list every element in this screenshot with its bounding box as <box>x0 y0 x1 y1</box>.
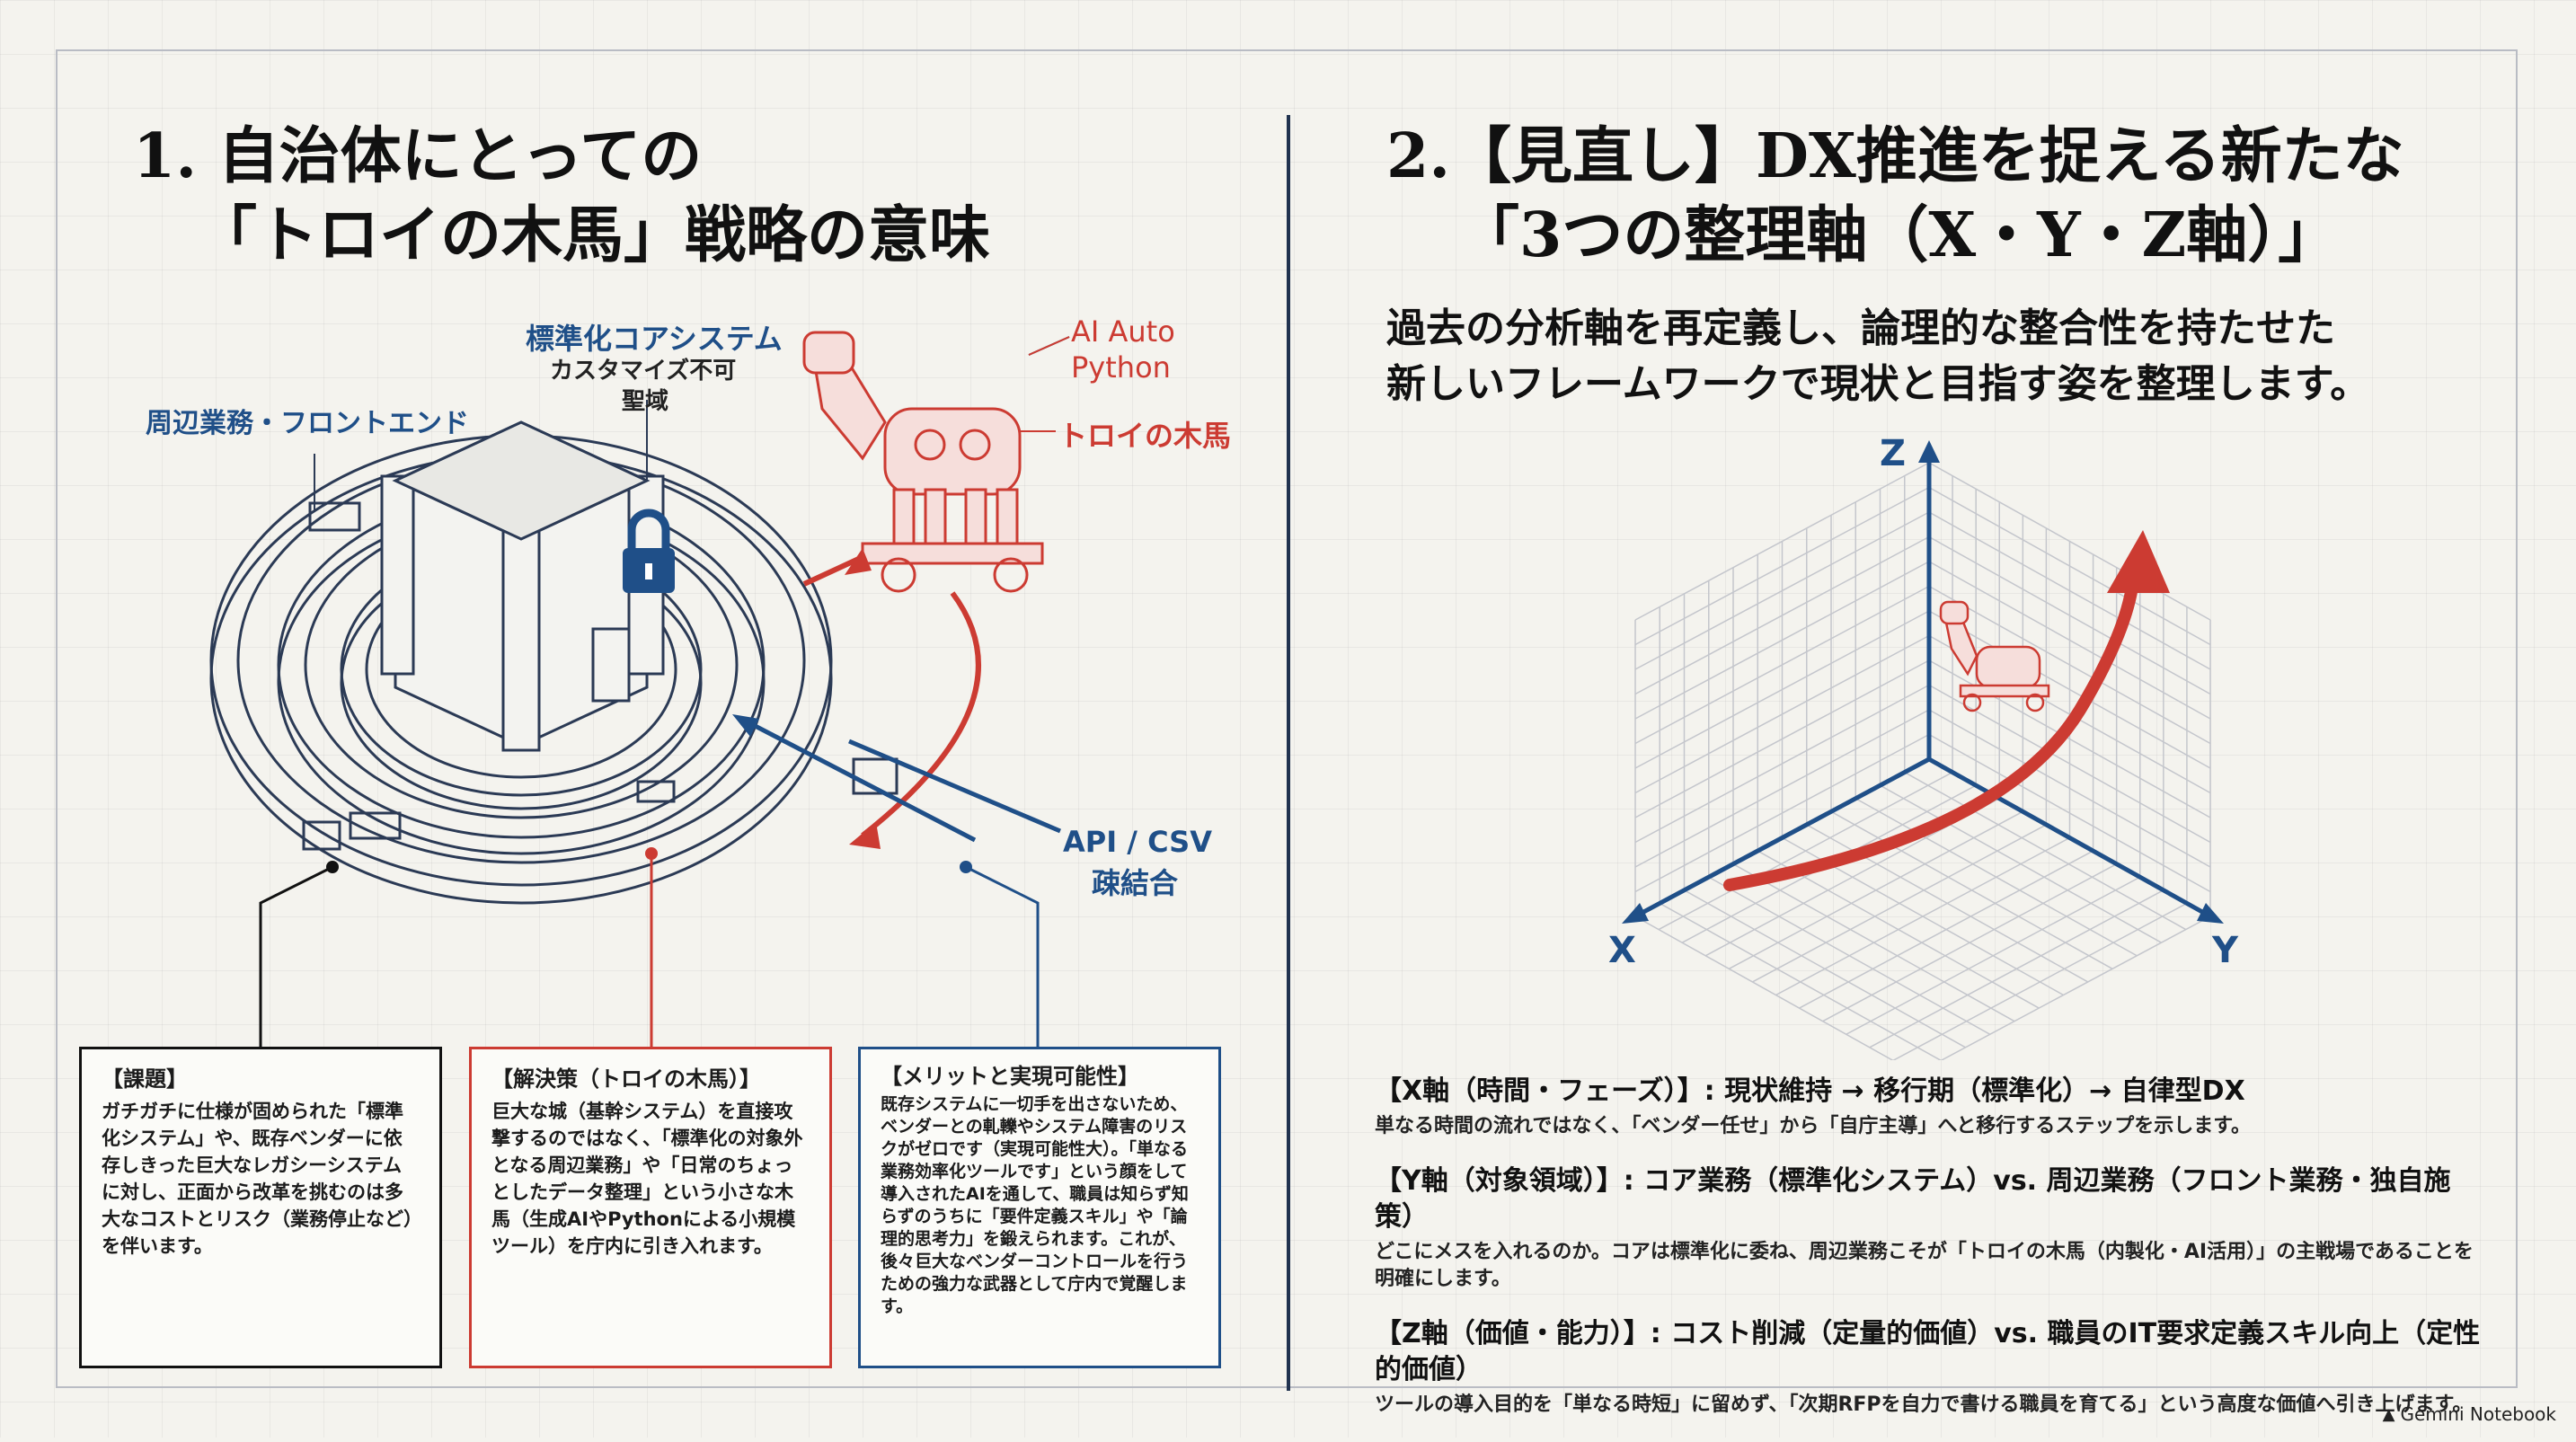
column-divider <box>1287 115 1290 1391</box>
trojan-label: トロイの木馬 <box>1058 419 1232 453</box>
left-title-line1: 1. 自治体にとっての <box>133 120 703 192</box>
axis-descriptions: 【X軸（時間・フェーズ）】: 現状維持 → 移行期（標準化）→ 自律型DX 単な… <box>1375 1074 2489 1442</box>
right-subtitle-line2: 新しいフレームワークで現状と目指す姿を整理します。 <box>1386 361 2370 407</box>
footer: ▲ Gemini Notebook <box>2383 1403 2556 1425</box>
right-title-line1: 2.【見直し】DX推進を捉える新たな <box>1386 120 2404 192</box>
axis-y-head: 【Y軸（対象領域）】: コア業務（標準化システム）vs. 周辺業務（フロント業務… <box>1375 1165 2451 1233</box>
api-csv-label: API / CSV <box>1063 825 1212 859</box>
axis-z-desc: ツールの導入目的を「単なる時短」に留めず、「次期RFPを自力で書ける職員を育てる… <box>1375 1393 2473 1416</box>
solution-box-body: 巨大な城（基幹システム）を直接攻撃するのではなく、「標準化の対象外となる周辺業務… <box>491 1101 803 1257</box>
issue-box-body: ガチガチに仕様が固められた「標準化システム」や、既存ベンダーに依存しきった巨大な… <box>102 1101 413 1257</box>
axis-x-head: 【X軸（時間・フェーズ）】: 現状維持 → 移行期（標準化）→ 自律型DX <box>1375 1075 2245 1107</box>
merit-box-head: 【メリットと実現可能性】 <box>881 1064 1139 1089</box>
peripheral-label: 周辺業務・フロントエンド <box>146 408 469 439</box>
axis-x-desc: 単なる時間の流れではなく、「ベンダー任せ」から「自庁主導」へと移行するステップを… <box>1375 1115 2252 1137</box>
loose-coupling-label: 疎結合 <box>1092 866 1179 900</box>
axis-y-desc: どこにメスを入れるのか。コアは標準化に委ね、周辺業務こそが「トロイの木馬（内製化… <box>1375 1241 2474 1290</box>
ai-auto-label: AI Auto <box>1071 314 1175 349</box>
solution-box: 【解決策（トロイの木馬）】 巨大な城（基幹システム）を直接攻撃するのではなく、「… <box>469 1047 832 1368</box>
right-title: 2.【見直し】DX推進を捉える新たな 「3つの整理軸（X・Y・Z軸）」 <box>1386 117 2404 275</box>
solution-box-head: 【解決策（トロイの木馬）】 <box>491 1066 761 1092</box>
core-system-sub2: 聖域 <box>622 388 669 415</box>
right-title-line2: 「3つの整理軸（X・Y・Z軸）」 <box>1458 199 2340 271</box>
left-title: 1. 自治体にとっての 「トロイの木馬」戦略の意味 <box>133 117 990 275</box>
xyz-axis-diagram <box>1622 440 2224 1060</box>
core-system-label: 標準化コアシステム <box>526 322 783 356</box>
merit-box-body: 既存システムに一切手を出さないため、ベンダーとの軋轢やシステム障害のリスクがゼロ… <box>881 1094 1189 1316</box>
castle-diagram <box>209 331 1070 1047</box>
python-label: Python <box>1071 350 1171 385</box>
right-subtitle: 過去の分析軸を再定義し、論理的な整合性を持たせた 新しいフレームワークで現状と目… <box>1386 301 2369 412</box>
left-title-line2: 「トロイの木馬」戦略の意味 <box>196 199 991 271</box>
axis-x-item: 【X軸（時間・フェーズ）】: 現状維持 → 移行期（標準化）→ 自律型DX 単な… <box>1375 1074 2489 1140</box>
gemini-logo-icon: ▲ <box>2382 1404 2395 1424</box>
axis-y-item: 【Y軸（対象領域）】: コア業務（標準化システム）vs. 周辺業務（フロント業務… <box>1375 1163 2489 1293</box>
right-subtitle-line1: 過去の分析軸を再定義し、論理的な整合性を持たせた <box>1386 305 2335 351</box>
merit-box: 【メリットと実現可能性】 既存システムに一切手を出さないため、ベンダーとの軋轢や… <box>858 1047 1221 1368</box>
axis-y-label: Y <box>2212 930 2238 971</box>
axis-x-label: X <box>1608 930 1636 971</box>
axis-z-item: 【Z軸（価値・能力）】: コスト削減（定量的価値）vs. 職員のIT要求定義スキ… <box>1375 1316 2489 1419</box>
core-system-sub1: カスタマイズ不可 <box>550 358 737 385</box>
axis-z-head: 【Z軸（価値・能力）】: コスト削減（定量的価値）vs. 職員のIT要求定義スキ… <box>1375 1318 2481 1385</box>
footer-brand: Gemini Notebook <box>2400 1403 2556 1425</box>
issue-box-head: 【課題】 <box>102 1066 188 1092</box>
axis-z-label: Z <box>1880 433 1907 474</box>
issue-box: 【課題】 ガチガチに仕様が固められた「標準化システム」や、既存ベンダーに依存しき… <box>79 1047 442 1368</box>
